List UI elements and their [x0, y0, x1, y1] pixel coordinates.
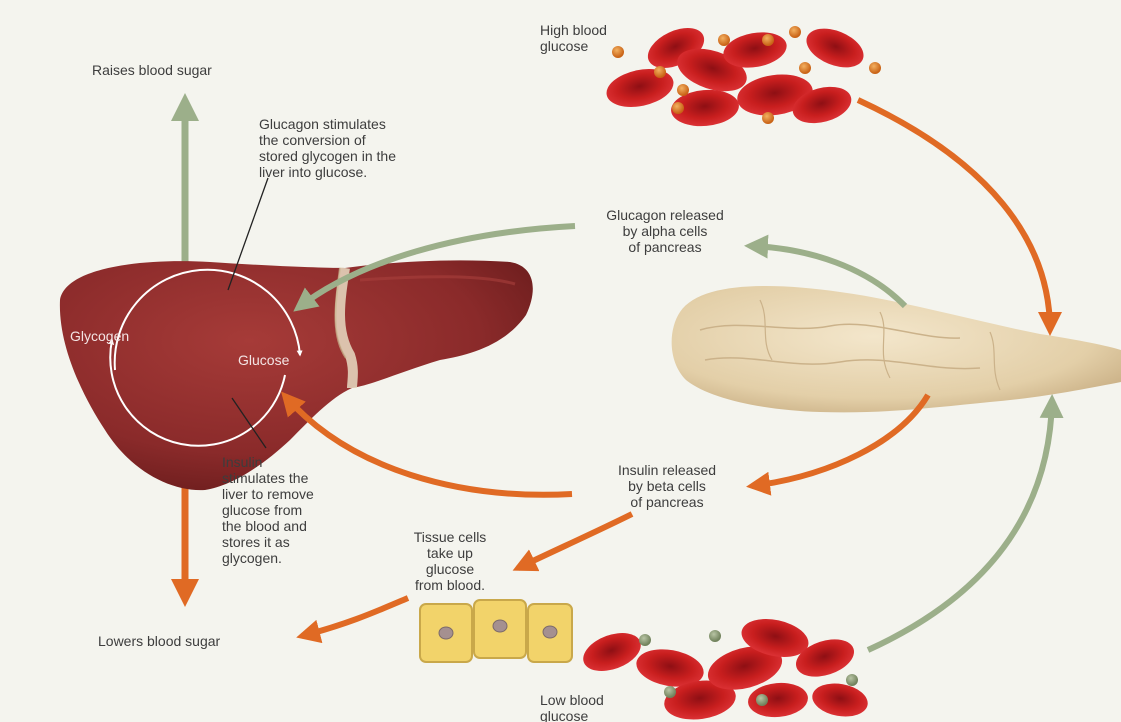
- tissue-cells: [420, 600, 572, 662]
- raises-blood-sugar-label: Raises blood sugar: [92, 62, 212, 78]
- tissue-to-lower-arrow: [302, 598, 408, 636]
- low-blood-glucose-label: Low blood glucose: [540, 692, 604, 722]
- high-blood-glucose-label: High blood glucose: [540, 22, 607, 54]
- low-glucose-blood-cells: [578, 613, 870, 722]
- high-glucose-to-pancreas-arrow: [858, 100, 1050, 330]
- insulin-released-label: Insulin released by beta cells of pancre…: [582, 462, 752, 510]
- glycogen-label: Glycogen: [70, 328, 129, 344]
- glucose-label: Glucose: [238, 352, 289, 368]
- lowers-blood-sugar-label: Lowers blood sugar: [98, 633, 220, 649]
- glucagon-released-label: Glucagon released by alpha cells of panc…: [575, 207, 755, 255]
- pancreas: [672, 286, 1121, 412]
- high-glucose-blood-cells: [603, 20, 881, 129]
- low-glucose-to-pancreas-arrow: [868, 400, 1052, 650]
- insulin-to-tissue-arrow: [518, 514, 632, 568]
- insulin-stimulates-note: Insulin stimulates the liver to remove g…: [222, 454, 314, 566]
- insulin-to-liver-arrow: [285, 396, 572, 495]
- glucagon-stimulates-note: Glucagon stimulates the conversion of st…: [259, 116, 396, 180]
- tissue-cells-label: Tissue cells take up glucose from blood.: [390, 529, 510, 593]
